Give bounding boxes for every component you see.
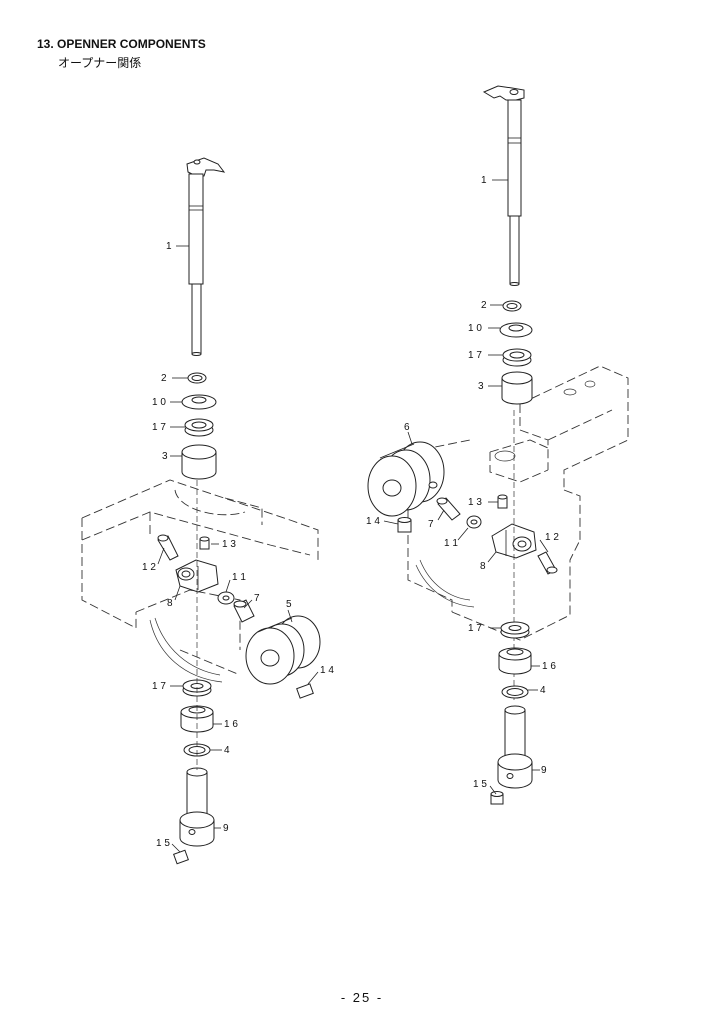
left-label-17-upper: 1 7 [152,422,166,433]
left-pin-part-7 [233,599,255,623]
right-label-3: 3 [478,381,484,392]
left-bushing-part-17-lower [182,679,212,697]
right-label-1: 1 [481,175,487,186]
right-retaining-ring-part-2 [502,300,522,312]
left-retaining-ring-part-2 [187,372,207,384]
left-setscrew-part-14 [296,683,314,699]
right-label-6: 6 [404,422,410,433]
right-label-13: 1 3 [468,497,482,508]
page-number: - 25 - [340,990,384,1005]
right-label-2: 2 [481,300,487,311]
left-label-3: 3 [162,451,168,462]
left-label-2: 2 [161,373,167,384]
left-shaft-holder-part-9 [179,767,215,847]
right-frame-outline [407,365,629,641]
right-leader-lines [383,179,549,795]
right-bushing-part-16 [498,647,532,675]
left-label-1: 1 [166,241,172,252]
right-label-10: 1 0 [468,323,482,334]
left-washer-part-10 [181,394,217,410]
left-label-13: 1 3 [222,539,236,550]
left-label-16: 1 6 [224,719,238,730]
right-label-7: 7 [428,519,434,530]
left-roller-part-11 [217,591,235,605]
page-subtitle: オープナー関係 [58,56,142,70]
right-bushing-part-17 [502,348,532,367]
right-collar-part-3 [501,371,533,405]
right-label-9: 9 [541,765,547,776]
left-leader-lines [157,245,319,853]
left-label-8: 8 [167,598,173,609]
left-bushing-part-17 [184,418,214,437]
right-bushing-part-17-lower [500,621,530,639]
left-label-9: 9 [223,823,229,834]
left-frame-outline [81,479,319,683]
right-label-11: 1 1 [444,538,458,549]
left-screw-part-12 [157,534,179,561]
page-title: 13. OPENNER COMPONENTS [37,37,206,51]
left-cam-part-5 [245,615,321,685]
left-label-14: 1 4 [320,665,334,676]
right-label-14: 1 4 [366,516,380,527]
left-label-12: 1 2 [142,562,156,573]
left-shaft-part-1 [186,157,226,356]
right-cam-part-6 [367,441,445,517]
left-label-17-lower: 1 7 [152,681,166,692]
right-label-17-lower: 1 7 [468,623,482,634]
right-label-16: 1 6 [542,661,556,672]
left-label-11: 1 1 [232,572,246,583]
right-washer-part-4 [501,685,529,699]
right-shaft-holder-part-9 [497,705,533,789]
left-label-4: 4 [224,745,230,756]
left-label-7: 7 [254,593,260,604]
right-roller-part-11 [466,515,482,529]
left-label-15: 1 5 [156,838,170,849]
left-label-10: 1 0 [152,397,166,408]
left-setscrew-part-13 [199,536,210,550]
right-pin-part-7 [436,497,461,521]
left-collar-part-3 [181,444,217,480]
left-label-5: 5 [286,599,292,610]
right-screw-part-12 [537,551,558,575]
left-assembly: 1 2 1 0 1 7 3 1 3 1 2 1 1 8 7 5 1 4 1 7 … [81,157,334,865]
right-label-4: 4 [540,685,546,696]
right-washer-part-10 [499,322,533,338]
right-setscrew-part-14 [397,517,412,533]
left-setscrew-part-15 [173,849,189,865]
right-setscrew-part-13 [497,494,508,509]
right-shaft-part-1 [482,85,525,286]
right-label-15: 1 5 [473,779,487,790]
right-label-8: 8 [480,561,486,572]
right-assembly: 1 2 1 0 1 7 3 6 1 3 1 4 7 1 1 1 2 8 1 7 … [366,85,629,805]
right-label-12: 1 2 [545,532,559,543]
right-label-17-upper: 1 7 [468,350,482,361]
right-setscrew-part-15 [490,791,504,805]
